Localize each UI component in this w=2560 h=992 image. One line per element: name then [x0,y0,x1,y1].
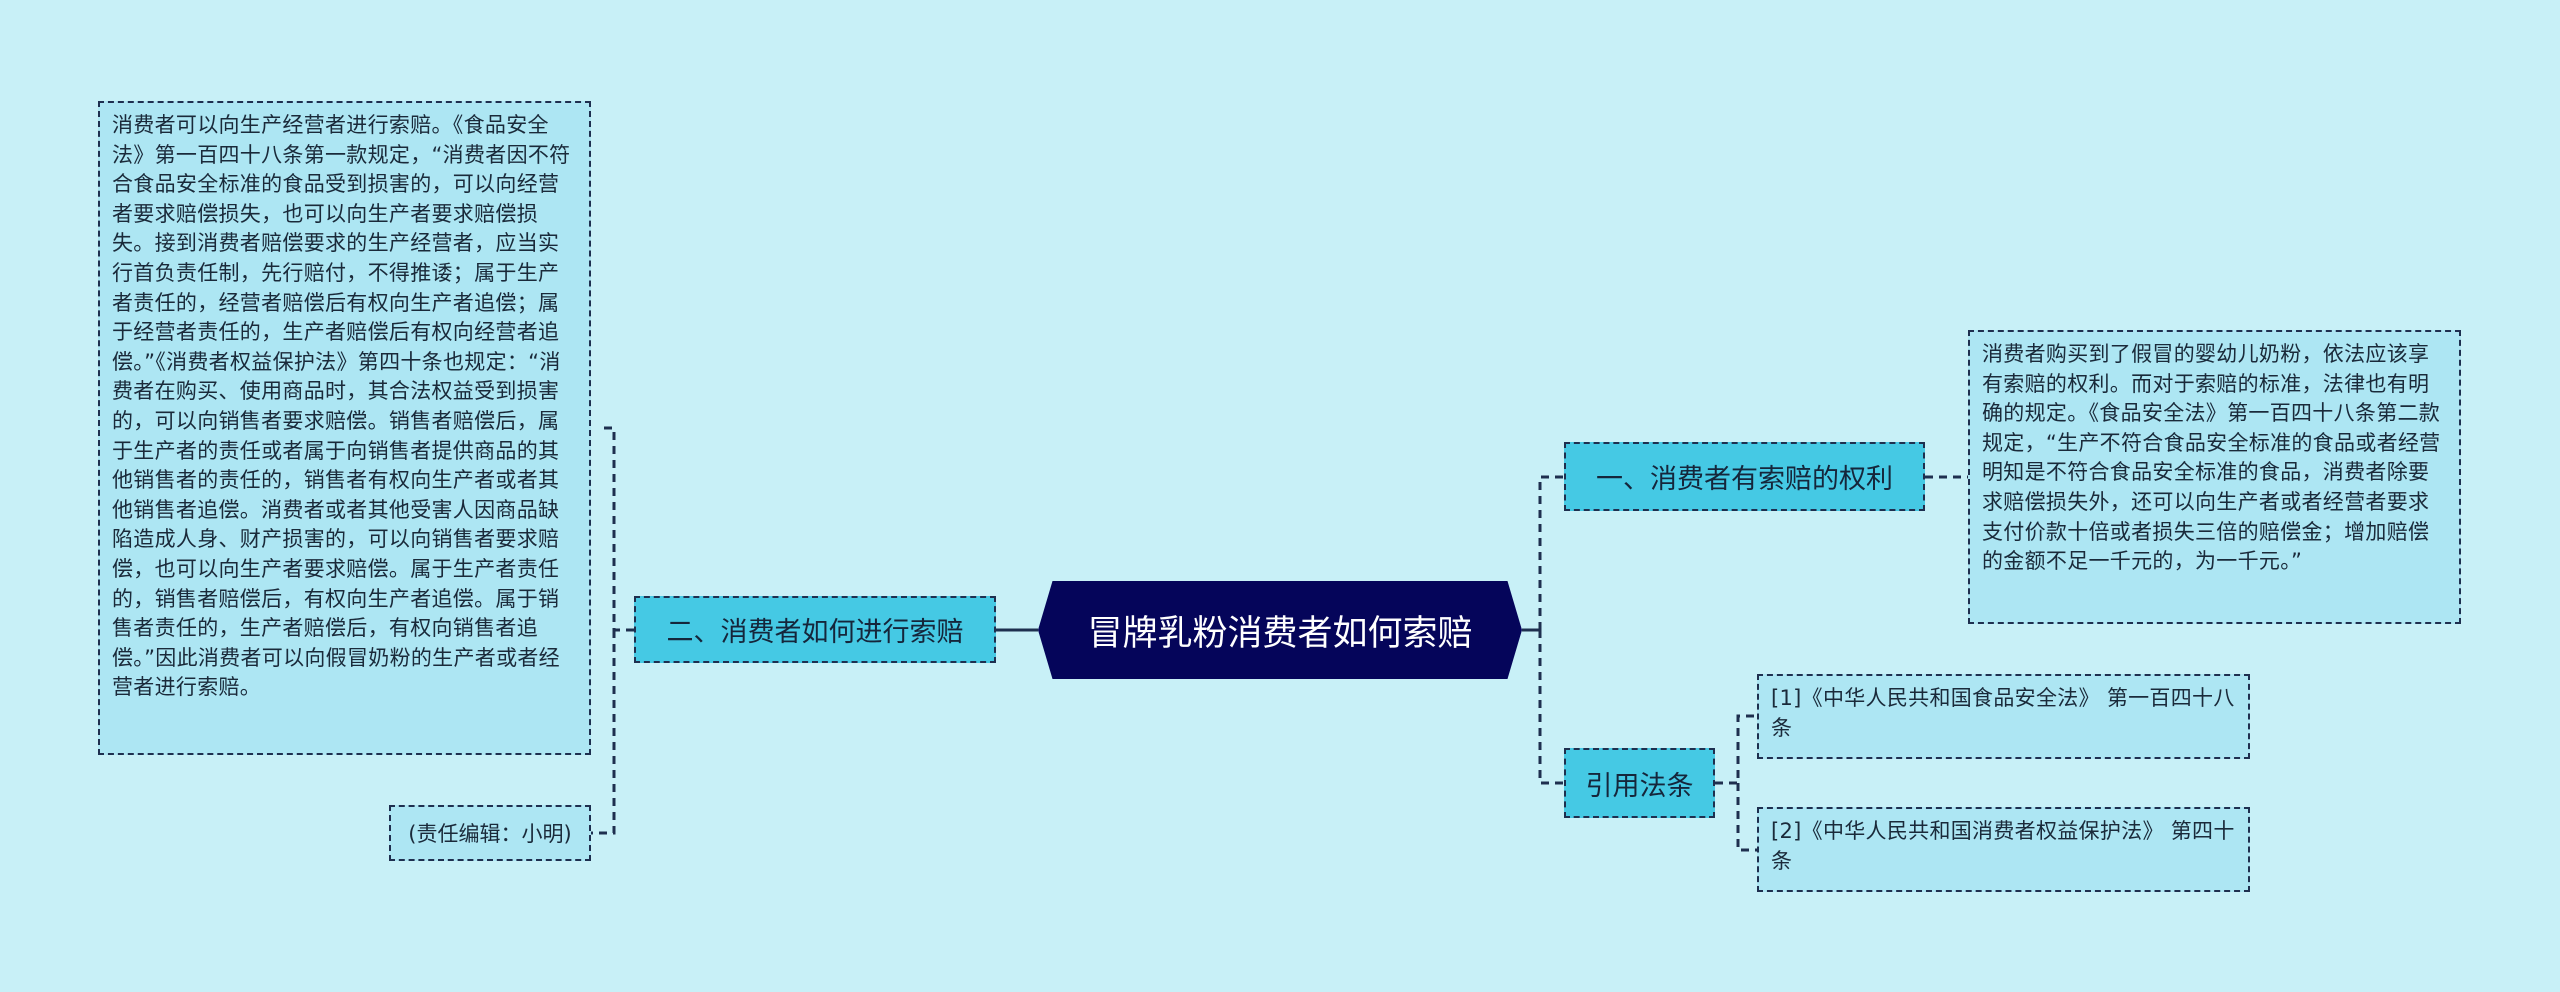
reference-item: [2]《中华人民共和国消费者权益保护法》 第四十条 [1757,807,2250,892]
reference-text: [1]《中华人民共和国食品安全法》 第一百四十八条 [1771,686,2235,740]
central-topic-title: 冒牌乳粉消费者如何索赔 [1087,613,1473,654]
detail-text: 消费者购买到了假冒的婴幼儿奶粉，依法应该享有索赔的权利。而对于索赔的标准，法律也… [1982,342,2441,574]
branch-consumer-rights[interactable]: 一、消费者有索赔的权利 [1564,442,1925,511]
branch-label: 引用法条 [1585,770,1694,802]
central-topic[interactable]: 冒牌乳粉消费者如何索赔 [1038,581,1522,679]
branch-label: 一、消费者有索赔的权利 [1596,464,1893,495]
reference-item: [1]《中华人民共和国食品安全法》 第一百四十八条 [1757,674,2250,759]
reference-text: [2]《中华人民共和国消费者权益保护法》 第四十条 [1771,819,2235,873]
detail-consumer-rights: 消费者购买到了假冒的婴幼儿奶粉，依法应该享有索赔的权利。而对于索赔的标准，法律也… [1968,330,2461,624]
editor-text: (责任编辑：小明) [408,822,572,846]
branch-how-to-claim[interactable]: 二、消费者如何进行索赔 [634,596,996,663]
detail-text: 消费者可以向生产经营者进行索赔。《食品安全法》第一百四十八条第一款规定，“消费者… [112,113,571,700]
branch-cited-laws[interactable]: 引用法条 [1564,748,1715,818]
editor-note: (责任编辑：小明) [389,805,591,861]
branch-label: 二、消费者如何进行索赔 [666,617,964,648]
detail-how-to-claim: 消费者可以向生产经营者进行索赔。《食品安全法》第一百四十八条第一款规定，“消费者… [98,101,591,755]
